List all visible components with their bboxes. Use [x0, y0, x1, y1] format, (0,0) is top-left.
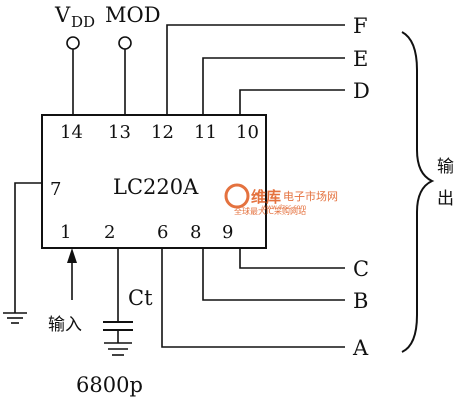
vdd-label: V [54, 3, 71, 27]
output-f-label: F [353, 14, 368, 38]
pin-10: 10 [236, 122, 259, 143]
pin11-to-e-wire [202, 57, 345, 115]
capacitor-value: 6800p [76, 373, 143, 397]
watermark-url: www.dzsc.com [262, 204, 306, 211]
output-group-label-2: 出 [437, 189, 454, 209]
output-e-label: E [353, 47, 368, 71]
pin12-to-f-wire [166, 24, 345, 115]
vdd-terminal: V DD [54, 3, 95, 115]
output-brace [401, 31, 435, 353]
watermark-slogan: 全球最大IC采购网站 [234, 206, 306, 216]
capacitor-label: Ct [128, 286, 153, 310]
ground-symbol [3, 312, 27, 324]
cap-ground-symbol [104, 342, 132, 356]
mod-terminal: MOD [105, 3, 161, 115]
watermark-logo-text: 维库 [251, 188, 281, 206]
pin-12: 12 [151, 122, 174, 143]
output-a-label: A [352, 336, 369, 360]
pin-2: 2 [104, 222, 115, 243]
pin-11: 11 [194, 122, 217, 143]
watermark-logo-icon [224, 183, 250, 209]
pin-9: 9 [222, 222, 233, 243]
pin10-to-d-wire [239, 89, 345, 115]
watermark-site-name: 电子市场网 [283, 189, 338, 203]
chip-name: LC220A [113, 175, 199, 199]
vdd-subscript: DD [71, 13, 95, 31]
input-arrow [67, 248, 77, 300]
timing-capacitor [103, 321, 133, 343]
output-d-label: D [353, 79, 370, 103]
mod-label: MOD [105, 3, 161, 27]
output-group-label-1: 输 [437, 157, 454, 177]
vdd-terminal-circle [66, 36, 80, 50]
chip-body [41, 114, 267, 249]
pin-14: 14 [60, 122, 83, 143]
pin6-to-a-wire [161, 248, 345, 348]
pin-6: 6 [157, 222, 168, 243]
output-c-label: C [353, 257, 369, 281]
pin-7: 7 [50, 179, 61, 200]
pin7-ground-wire [14, 182, 42, 313]
site-watermark: 维库 电子市场网 全球最大IC采购网站 www.dzsc.com [224, 183, 338, 216]
pin-8: 8 [190, 222, 201, 243]
mod-terminal-circle [118, 36, 132, 50]
input-label: 输入 [48, 315, 82, 335]
pin-13: 13 [108, 122, 131, 143]
pin8-to-b-wire [202, 248, 345, 301]
pin-1: 1 [60, 222, 71, 243]
pin9-to-c-wire [239, 248, 345, 269]
output-b-label: B [353, 289, 368, 313]
